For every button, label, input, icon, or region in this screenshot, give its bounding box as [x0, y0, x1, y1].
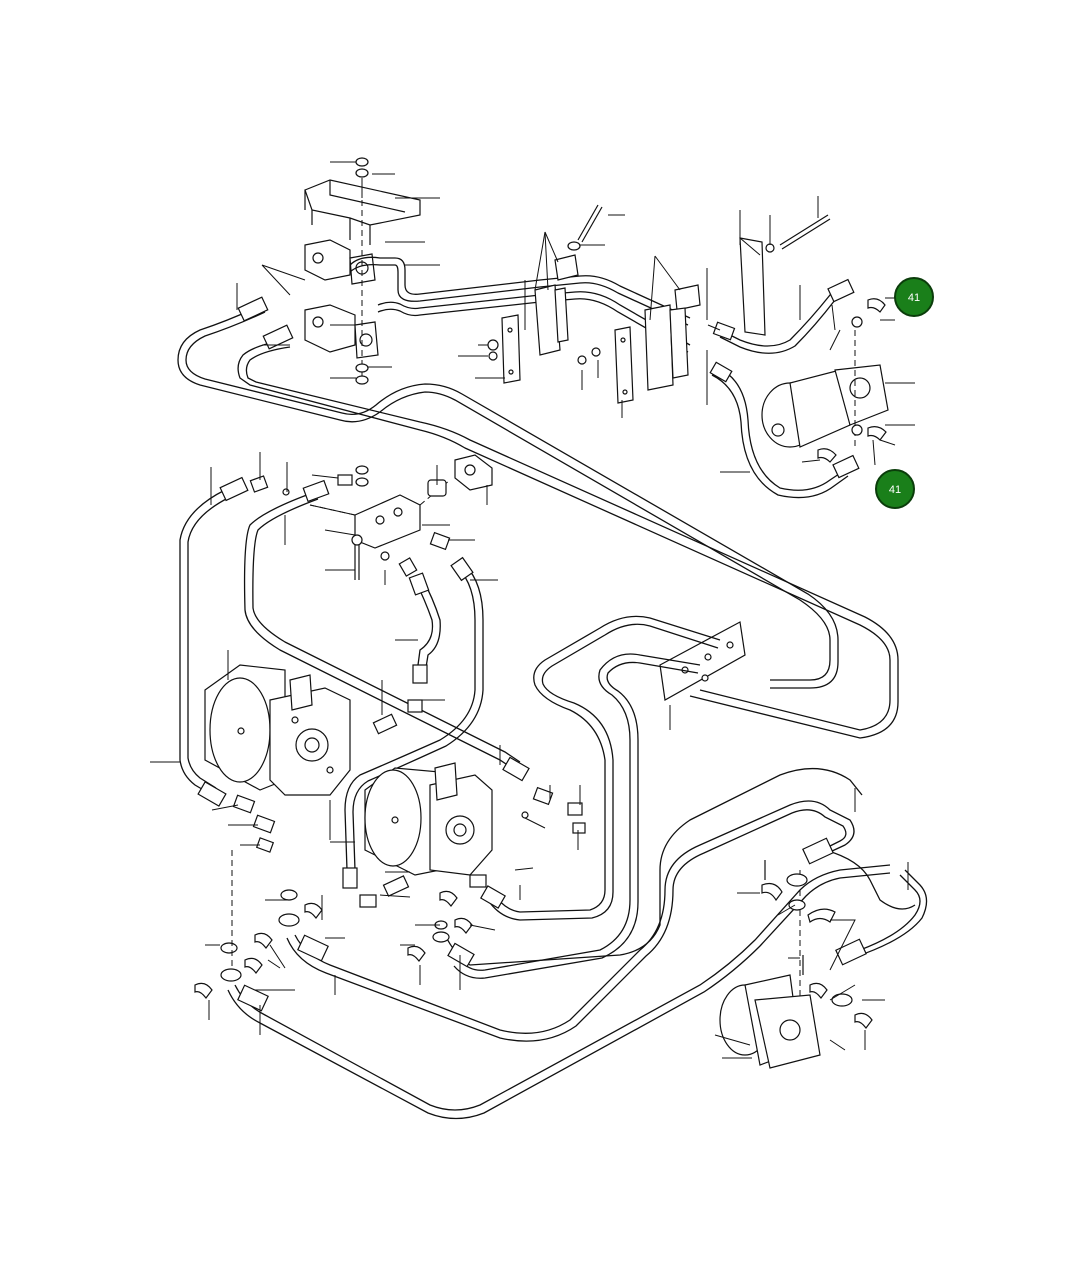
short-s-hose	[408, 572, 441, 684]
mid-elbow-fittings	[249, 475, 451, 577]
upper-left-hose-loop	[177, 296, 899, 739]
right-drop-hose	[342, 556, 484, 889]
callout-badge-41-upper-disc	[894, 277, 934, 317]
upper-right-bracket	[739, 214, 831, 336]
left-vertical-hose	[179, 476, 249, 807]
center-long-hose	[243, 479, 530, 782]
right-strap-plate	[614, 326, 634, 404]
lower-left-flange-fittings	[194, 850, 473, 999]
callout-badge-41-lower-disc	[875, 469, 915, 509]
valve-bolts	[351, 534, 363, 580]
lower-right-fittings	[761, 860, 873, 1029]
lower-tube-loops	[227, 767, 928, 1120]
tube-support-plate	[659, 621, 746, 701]
left-hydraulic-pump	[204, 664, 351, 796]
callout-badge-41-upper[interactable]: 41	[894, 277, 934, 317]
right-clamp-tower	[644, 284, 701, 391]
callout-badge-41-lower[interactable]: 41	[875, 469, 915, 509]
upper-right-elbow-fittings	[817, 298, 887, 466]
left-tube-clamp-blocks	[304, 200, 379, 380]
top-nut-stack	[355, 157, 369, 198]
center-hydraulic-pump	[364, 762, 493, 876]
callout-badge-41-lower-label: 41	[889, 484, 901, 496]
upper-right-hydraulic-motor	[761, 320, 889, 450]
callout-badge-41-upper-label: 41	[908, 292, 920, 304]
small-valve-body	[454, 454, 493, 491]
upper-right-hoses	[709, 278, 860, 499]
leader-lines	[150, 161, 915, 1059]
small-nuts-center	[487, 339, 601, 365]
upper-tube-bundle	[349, 256, 691, 353]
middle-tube-loops	[453, 615, 721, 979]
top-bolt	[567, 204, 603, 251]
left-pump-fittings	[232, 699, 423, 853]
lower-nut-stack	[355, 363, 369, 385]
middle-strap-plate	[501, 314, 521, 384]
lower-right-motor	[719, 870, 821, 1069]
middle-clamp-tower	[534, 231, 579, 356]
valve-top-fittings	[337, 465, 447, 497]
